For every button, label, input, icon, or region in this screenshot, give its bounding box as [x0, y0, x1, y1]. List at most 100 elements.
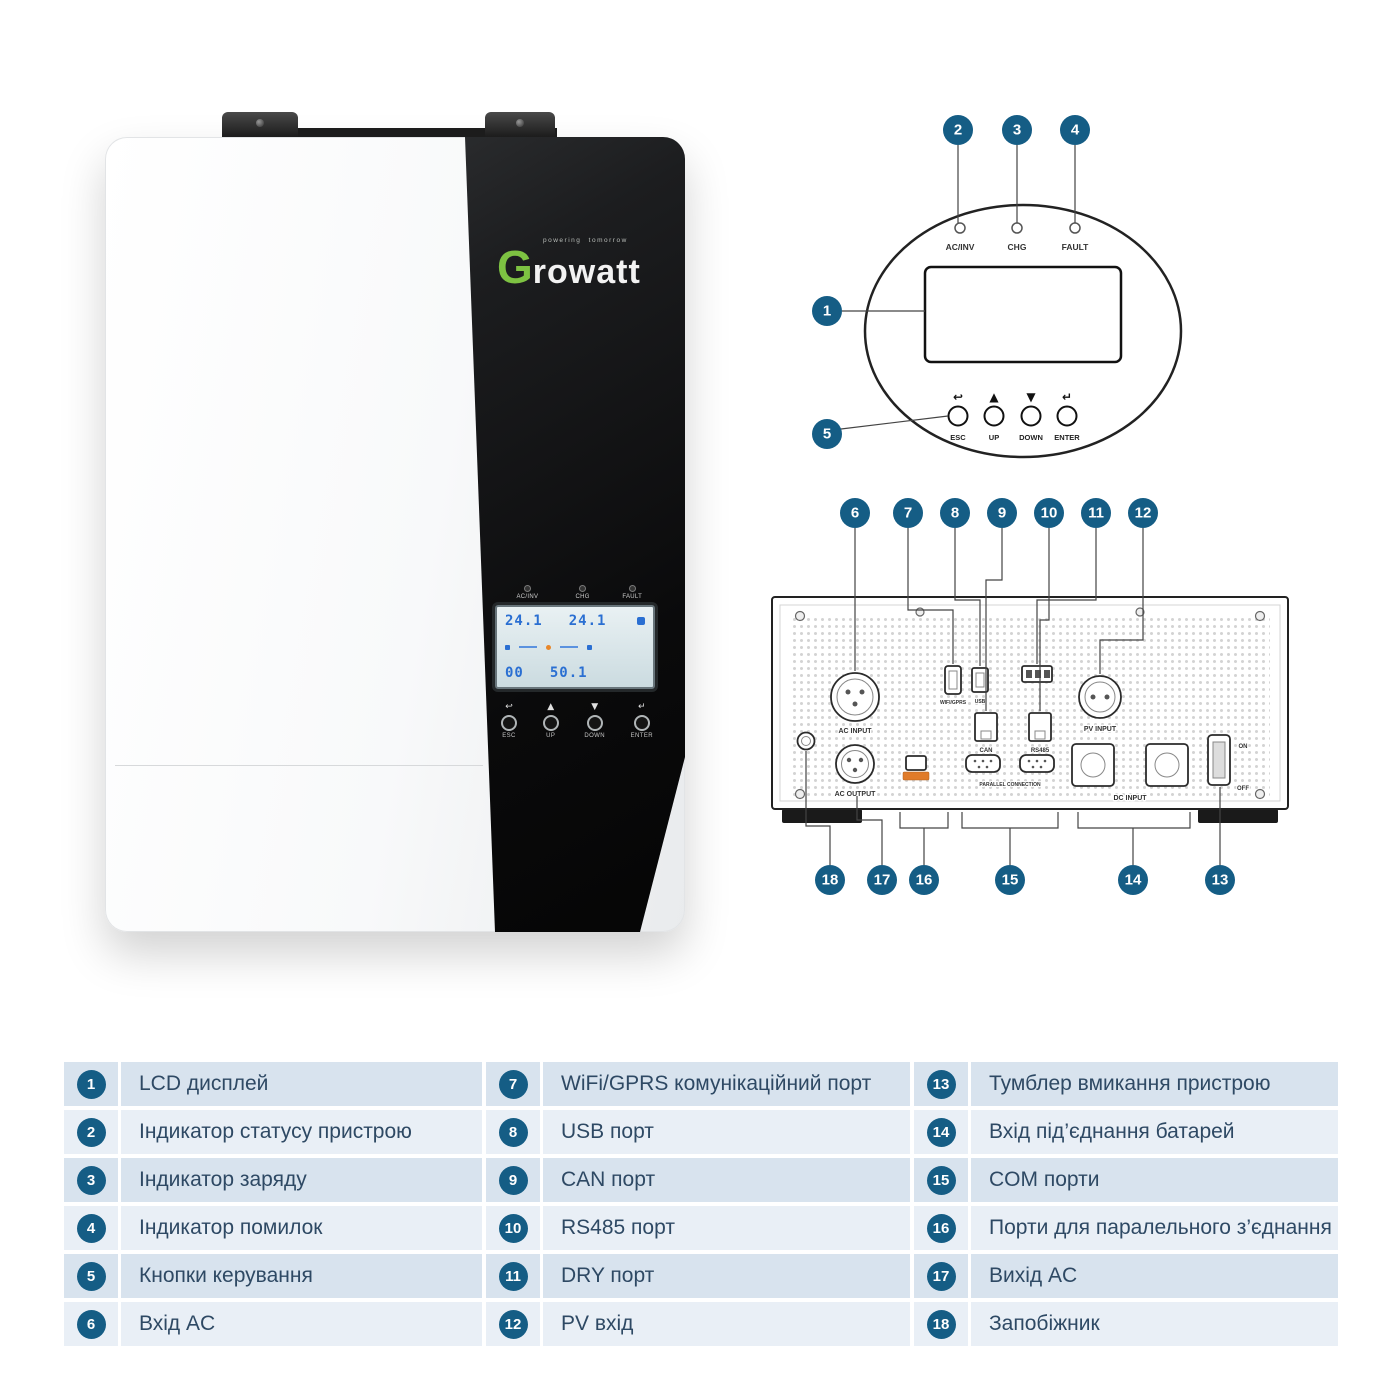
legend-num-badge: 3 — [76, 1165, 106, 1195]
legend-label: PV вхід — [561, 1312, 634, 1335]
can-port: CAN — [974, 712, 998, 755]
legend-label: Вхід AC — [139, 1312, 216, 1335]
legend-label: Індикатор помилок — [139, 1216, 323, 1239]
button-label: DOWN — [584, 733, 605, 739]
callout-2: 2 — [943, 115, 973, 145]
button-ring — [586, 715, 603, 731]
legend-row-5: 5 Кнопки керування — [64, 1254, 482, 1298]
usb-port: USB — [971, 667, 989, 706]
legend-row-2: 2 Індикатор статусу пристрою — [64, 1110, 482, 1154]
callout-1: 1 — [812, 296, 842, 326]
led-dot-icon — [523, 585, 531, 592]
screws — [794, 607, 1266, 800]
svg-text:WIFI/GPRS: WIFI/GPRS — [940, 700, 967, 706]
legend-row-6: 6 Вхід AC — [64, 1302, 482, 1346]
ac-input-port: AC INPUT — [830, 672, 880, 736]
badge-box: 14 — [914, 1110, 971, 1154]
lcd-row-top: 24.1 24.1 — [505, 613, 645, 629]
callout-8: 8 — [940, 498, 970, 528]
legend-label: CAN порт — [561, 1168, 656, 1191]
led-label: FAULT — [622, 594, 643, 600]
svg-text:15: 15 — [1002, 872, 1019, 889]
legend-row-13: 13 Тумблер вмикання пристрою — [914, 1062, 1338, 1106]
legend-label: LCD дисплей — [139, 1072, 269, 1095]
legend-num-badge: 10 — [498, 1213, 528, 1243]
legend-row-4: 4 Індикатор помилок — [64, 1206, 482, 1250]
legend-row-9: 9 CAN порт — [486, 1158, 910, 1202]
down-button: ▼ DOWN — [584, 702, 605, 739]
legend-row-17: 17 Вихід AC — [914, 1254, 1338, 1298]
button-ring — [633, 715, 650, 731]
svg-text:CAN: CAN — [980, 748, 993, 754]
up-icon: ▲ — [547, 702, 555, 712]
load-flow-icon — [587, 644, 592, 650]
current-sharing-port — [902, 755, 930, 781]
svg-text:USB: USB — [975, 699, 986, 705]
legend-label: RS485 порт — [561, 1216, 675, 1239]
callout-brackets — [899, 812, 1191, 865]
svg-text:5: 5 — [823, 426, 831, 443]
growatt-logo: powering tomorrow G rowatt — [497, 237, 677, 292]
legend-num-badge: 6 — [76, 1309, 106, 1339]
esc-icon: ↩ — [953, 390, 963, 404]
svg-text:3: 3 — [1013, 122, 1021, 139]
panel-foot-right — [1198, 809, 1278, 823]
badge-box: 18 — [914, 1302, 971, 1346]
svg-text:6: 6 — [851, 505, 859, 522]
button-label: ENTER — [630, 733, 653, 739]
badge-box: 11 — [486, 1254, 543, 1298]
callout-12: 12 — [1128, 498, 1158, 528]
up-icon: ▲ — [989, 390, 999, 404]
badge-box: 3 — [64, 1158, 121, 1202]
callout-17: 17 — [867, 865, 897, 895]
svg-text:13: 13 — [1212, 872, 1229, 889]
svg-text:18: 18 — [822, 872, 839, 889]
callout-6: 6 — [840, 498, 870, 528]
legend-row-16: 16 Порти для паралельного з’єднання — [914, 1206, 1338, 1250]
legend-row-1: 1 LCD дисплей — [64, 1062, 482, 1106]
pv-input-port: PV INPUT — [1078, 675, 1122, 734]
svg-text:7: 7 — [904, 505, 912, 522]
current-sharing-label — [902, 771, 930, 781]
dry-contact-block — [1021, 665, 1053, 683]
device-buttons: ↩ ESC ▲ UP ▼ DOWN ↵ — [493, 702, 661, 739]
legend-row-15: 15 COM порти — [914, 1158, 1338, 1202]
rs485-port: RS485 — [1028, 712, 1052, 755]
legend-num-badge: 14 — [926, 1117, 956, 1147]
flow-line-icon — [560, 646, 578, 648]
down-icon: ▼ — [1026, 390, 1036, 404]
legend-num-badge: 11 — [498, 1261, 528, 1291]
svg-text:8: 8 — [951, 505, 959, 522]
lcd-row-flow — [505, 644, 645, 650]
wifi-gprs-port: WIFI/GPRS — [939, 665, 968, 707]
button-ring — [542, 715, 559, 731]
svg-text:11: 11 — [1088, 505, 1104, 522]
parallel-connection-label: PARALLEL CONNECTION — [979, 782, 1041, 788]
legend-num-badge: 5 — [76, 1261, 106, 1291]
switch-off-label: OFF — [1237, 786, 1249, 792]
svg-text:9: 9 — [998, 505, 1006, 522]
legend-label: Індикатор статусу пристрою — [139, 1120, 412, 1143]
legend-row-12: 12 PV вхід — [486, 1302, 910, 1346]
led-indicator-row: AC/INV CHG FAULT — [493, 585, 661, 600]
logo-rest: rowatt — [532, 253, 641, 291]
legend-row-11: 11 DRY порт — [486, 1254, 910, 1298]
callout-lines — [840, 145, 1076, 430]
enter-icon: ↵ — [638, 702, 646, 712]
callout-5: 5 — [812, 419, 842, 449]
up-button: ▲ UP — [542, 702, 559, 739]
flow-line-icon — [519, 646, 537, 648]
led-label-ac-inv: AC/INV — [946, 242, 975, 252]
enter-button: ↵ ENTER — [631, 702, 653, 739]
fuse-breaker — [796, 731, 816, 751]
legend-num-badge: 12 — [498, 1309, 528, 1339]
callout-lines — [805, 528, 1221, 865]
badge-box: 9 — [486, 1158, 543, 1202]
esc-button — [947, 405, 969, 427]
svg-text:10: 10 — [1041, 505, 1058, 522]
led-ac-inv: AC/INV — [497, 585, 558, 600]
badge-box: 12 — [486, 1302, 543, 1346]
esc-label: ESC — [950, 433, 966, 442]
svg-text:1: 1 — [823, 303, 831, 320]
enter-icon: ↵ — [1062, 390, 1072, 404]
